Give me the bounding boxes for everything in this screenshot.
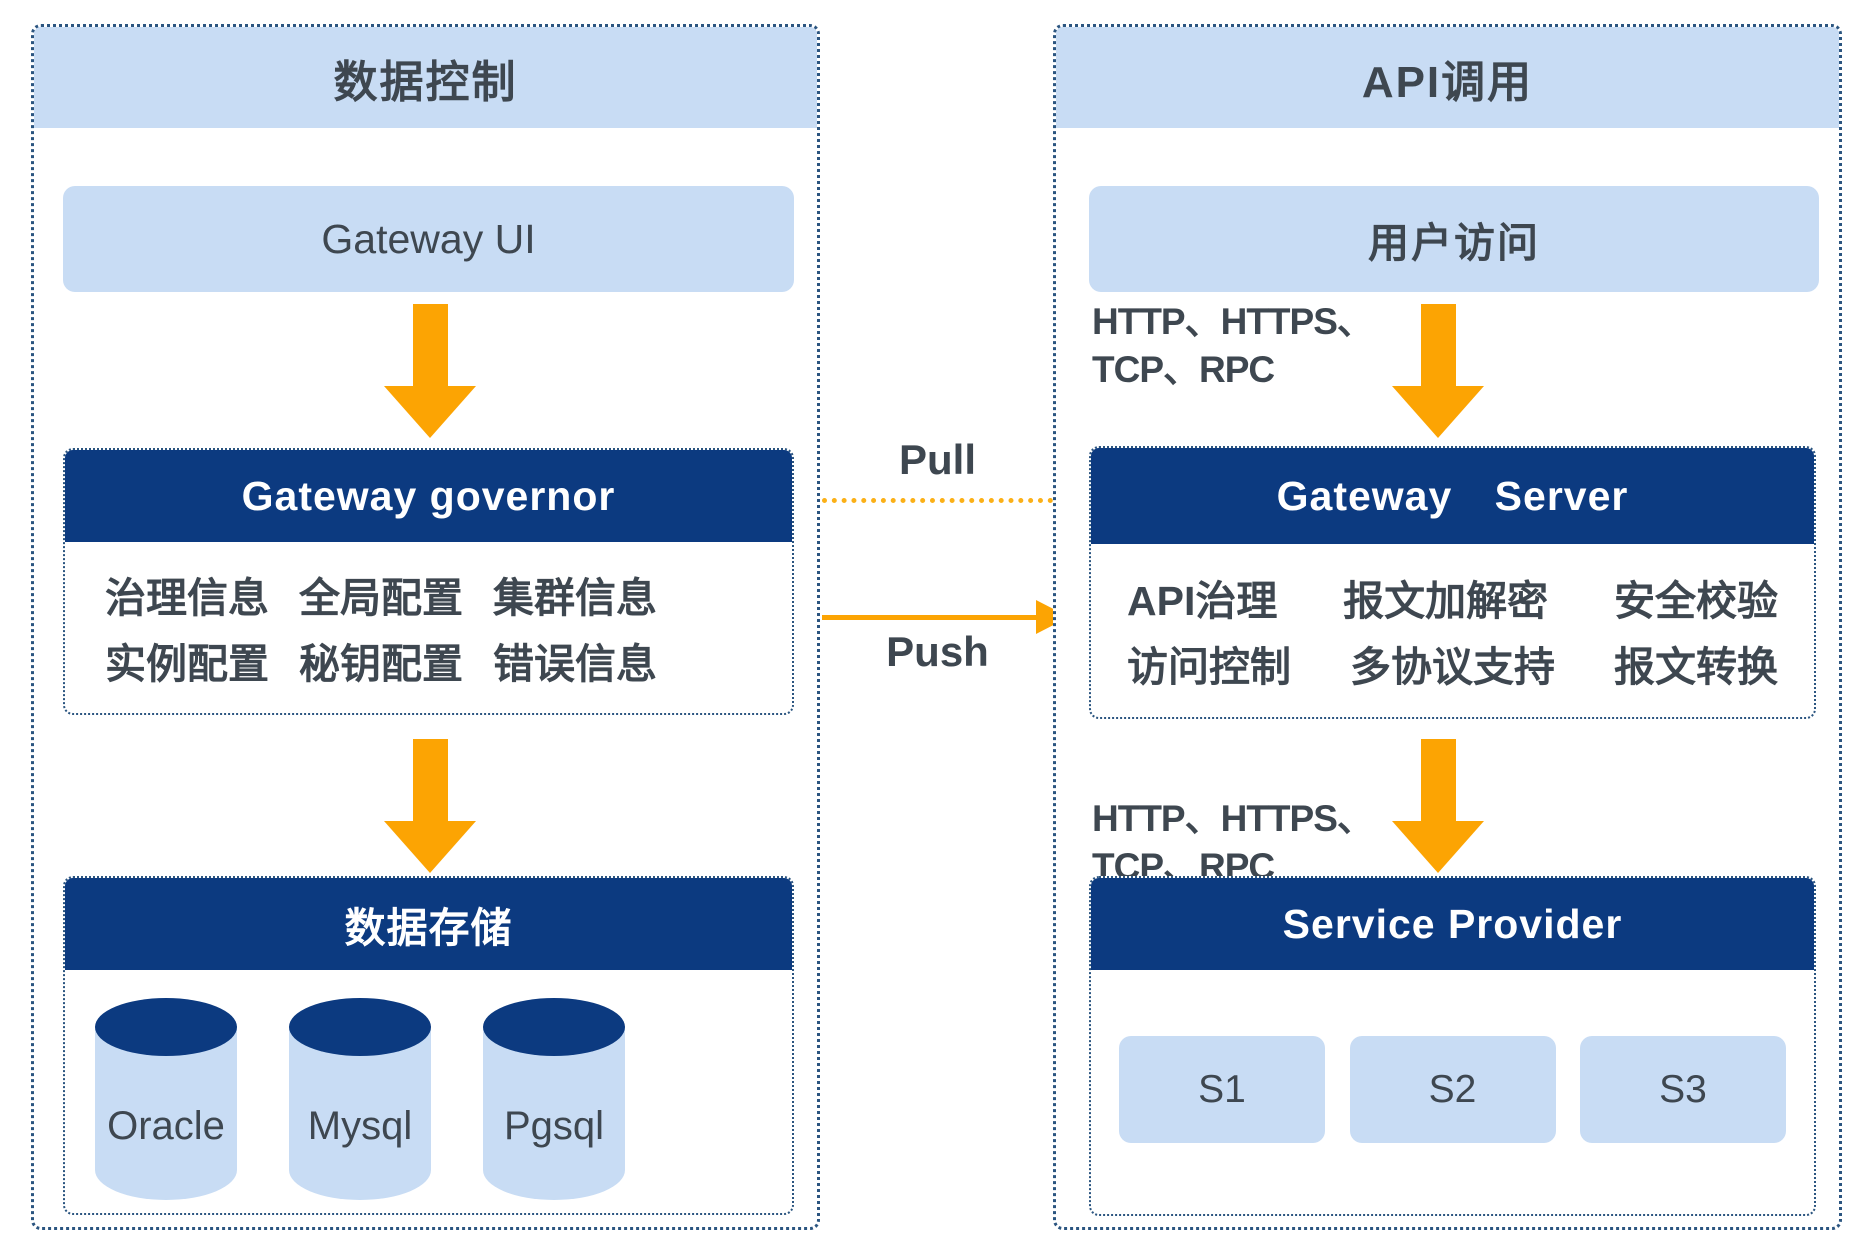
down-arrow-icon xyxy=(384,304,476,438)
protocol-line: TCP、RPC xyxy=(1092,349,1275,390)
cylinder-top xyxy=(95,998,237,1056)
database-label: Oracle xyxy=(107,1103,225,1148)
service-list: S1 S2 S3 xyxy=(1091,970,1814,1214)
database-label: Pgsql xyxy=(503,1103,605,1148)
down-arrow-icon xyxy=(1392,304,1484,438)
server-item: 报文转换 xyxy=(1614,643,1778,690)
governor-item: 实例配置 xyxy=(105,640,269,687)
governor-item: 集群信息 xyxy=(493,574,657,621)
server-item-row: API治理 报文加解密 安全校验 xyxy=(1127,567,1778,627)
protocol-label-top: HTTP、HTTPS、 TCP、RPC xyxy=(1092,298,1374,394)
database-cylinder-icon: Mysql xyxy=(289,998,431,1200)
server-item: 多协议支持 xyxy=(1350,643,1555,690)
database-cylinder-icon: Pgsql xyxy=(483,998,625,1200)
gateway-ui-box: Gateway UI xyxy=(63,186,794,292)
governor-item: 错误信息 xyxy=(493,640,657,687)
down-arrow-icon xyxy=(384,739,476,873)
governor-item: 秘钥配置 xyxy=(299,640,463,687)
service-item: S3 xyxy=(1580,1036,1786,1143)
service-item: S2 xyxy=(1349,1036,1556,1143)
server-item-row: 访问控制 多协议支持 报文转换 xyxy=(1127,633,1778,693)
arrow-shaft xyxy=(412,304,448,386)
arrow-shaft xyxy=(1420,739,1456,821)
arrow-shaft xyxy=(412,739,448,821)
push-label: Push xyxy=(886,628,989,675)
user-access-box: 用户访问 xyxy=(1089,186,1819,292)
gateway-server-box: Gateway Server API治理 报文加解密 安全校验 访问控制 多协议… xyxy=(1089,446,1816,719)
data-control-panel-title: 数据控制 xyxy=(34,27,817,128)
cylinder-top xyxy=(483,998,625,1056)
governor-item: 全局配置 xyxy=(299,574,463,621)
server-item: 安全校验 xyxy=(1613,577,1778,624)
data-control-panel: 数据控制 Gateway UI Gateway governor 治理信息 全局… xyxy=(31,24,820,1230)
database-cylinder-icon: Oracle xyxy=(95,998,237,1200)
governor-item: 治理信息 xyxy=(105,574,269,621)
arrow-head xyxy=(384,386,476,438)
push-arrow-line xyxy=(822,615,1038,620)
api-call-panel: API调用 用户访问 HTTP、HTTPS、 TCP、RPC Gateway S… xyxy=(1053,24,1842,1230)
pull-label: Pull xyxy=(898,436,976,483)
pull-dotted-line xyxy=(822,498,1053,503)
cylinder-body: Mysql xyxy=(289,1026,431,1200)
down-arrow-icon xyxy=(1392,739,1484,873)
gateway-governor-title: Gateway governor xyxy=(65,450,792,542)
gateway-governor-items: 治理信息 全局配置 集群信息 实例配置 秘钥配置 错误信息 xyxy=(65,542,792,711)
arrow-shaft xyxy=(1420,304,1456,386)
server-item: 报文加解密 xyxy=(1343,577,1549,624)
service-provider-box: Service Provider S1 S2 S3 xyxy=(1089,876,1816,1216)
protocol-line: HTTP、HTTPS、 xyxy=(1092,301,1374,342)
service-item: S1 xyxy=(1119,1036,1325,1143)
server-item: API治理 xyxy=(1127,577,1278,624)
arrow-head xyxy=(1392,386,1484,438)
database-list: Oracle Mysql Pgsql xyxy=(65,970,792,1213)
arrow-head xyxy=(1392,821,1484,873)
api-call-panel-title: API调用 xyxy=(1056,27,1839,128)
gateway-server-title: Gateway Server xyxy=(1091,448,1814,544)
data-storage-box: 数据存储 Oracle Mysql Pgsql xyxy=(63,876,794,1215)
server-item: 访问控制 xyxy=(1127,643,1291,690)
service-provider-title: Service Provider xyxy=(1091,878,1814,970)
arrow-head xyxy=(384,821,476,873)
gateway-server-items: API治理 报文加解密 安全校验 访问控制 多协议支持 报文转换 xyxy=(1091,544,1814,715)
cylinder-top xyxy=(289,998,431,1056)
data-storage-title: 数据存储 xyxy=(65,878,792,970)
protocol-line: HTTP、HTTPS、 xyxy=(1092,798,1374,839)
governor-item-row: 治理信息 全局配置 集群信息 xyxy=(105,564,792,624)
governor-item-row: 实例配置 秘钥配置 错误信息 xyxy=(105,630,792,690)
gateway-governor-box: Gateway governor 治理信息 全局配置 集群信息 实例配置 秘钥配… xyxy=(63,448,794,715)
database-label: Mysql xyxy=(307,1103,413,1148)
